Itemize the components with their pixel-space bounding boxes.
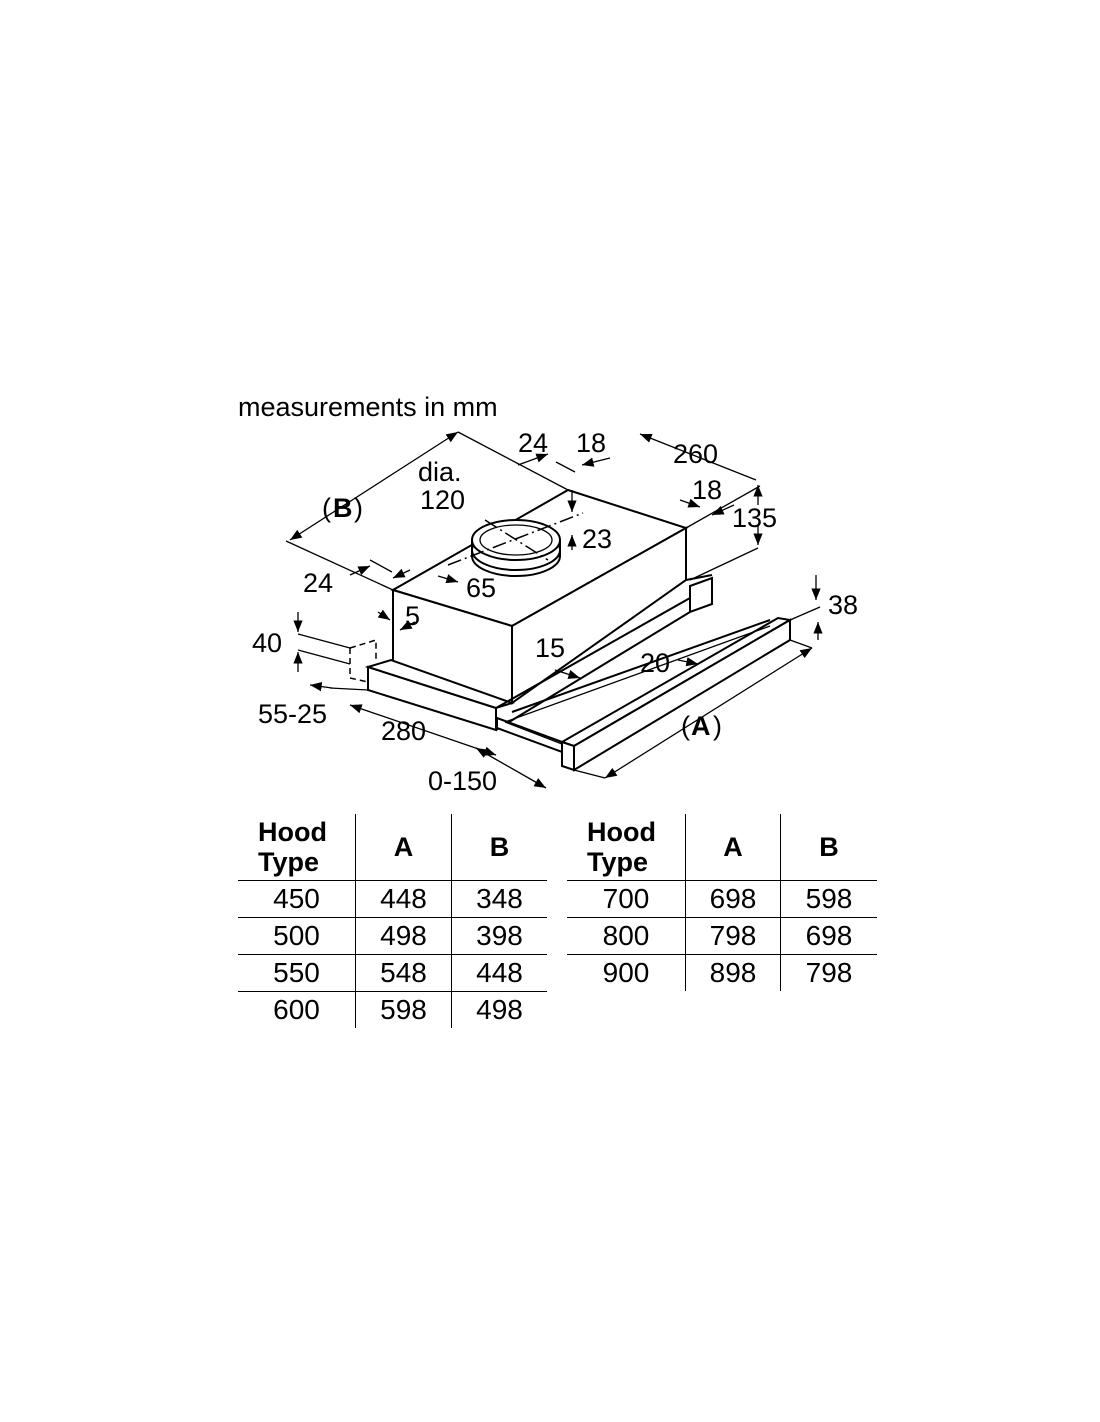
label-b-open: (	[322, 493, 331, 523]
base-plate	[364, 574, 713, 732]
label-5: 5	[405, 601, 420, 631]
dimension-labels: ( B ) dia. 120 24 18 260 18 135 23 65 24…	[252, 428, 858, 796]
label-280: 280	[381, 716, 426, 746]
label-40: 40	[252, 628, 282, 658]
label-dia: dia.	[418, 457, 462, 487]
label-20: 20	[640, 648, 670, 678]
table-row: 500 498 398	[238, 917, 547, 955]
label-55-25: 55-25	[258, 699, 327, 729]
label-135: 135	[732, 503, 777, 533]
label-18-top: 18	[576, 428, 606, 458]
label-260: 260	[673, 439, 718, 469]
label-24-left: 24	[303, 568, 333, 598]
table-row: 700 698 598	[567, 880, 877, 918]
duct-collar	[447, 512, 584, 577]
label-18-right: 18	[692, 475, 722, 505]
label-15: 15	[535, 633, 565, 663]
table-row: 450 448 348	[238, 880, 547, 918]
table-row: 550 548 448	[238, 954, 547, 992]
header-b: B	[780, 814, 877, 881]
label-38: 38	[828, 590, 858, 620]
label-65: 65	[466, 573, 496, 603]
table-row: 800 798 698	[567, 917, 877, 955]
measurements-caption: measurements in mm	[238, 392, 498, 422]
hood-dimension-drawing: measurements in mm	[238, 392, 858, 796]
label-0-150: 0-150	[428, 766, 497, 796]
header-b: B	[451, 814, 547, 881]
dimension-lines	[285, 431, 823, 789]
label-24-top: 24	[518, 428, 548, 458]
label-b-close: )	[354, 493, 363, 523]
table-row: 600 598 498	[238, 991, 547, 1028]
label-a-open: (	[681, 711, 690, 741]
table-row: 900 898 798	[567, 954, 877, 991]
header-a: A	[685, 814, 781, 881]
header-a: A	[355, 814, 452, 881]
wall-bracket	[349, 638, 377, 683]
label-a-close: )	[713, 711, 722, 741]
label-a: A	[691, 711, 711, 741]
label-dia-120: 120	[420, 485, 465, 515]
label-23: 23	[582, 524, 612, 554]
label-b: B	[333, 493, 353, 523]
